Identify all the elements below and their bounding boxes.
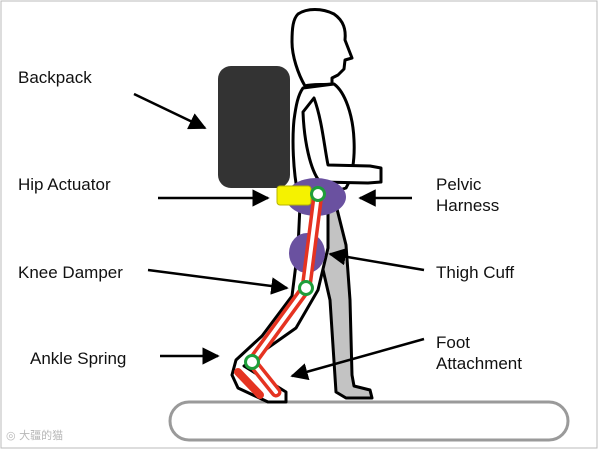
foot-attachment-arrow xyxy=(290,337,425,381)
arm xyxy=(301,96,383,185)
label-foot-attachment: Foot Attachment xyxy=(436,332,522,374)
label-pelvic-harness: Pelvic Harness xyxy=(436,174,499,216)
watermark: ◎ 大疆的猫 xyxy=(6,427,63,443)
label-pelvic-harness-line1: Pelvic xyxy=(436,175,482,194)
ankle-joint xyxy=(244,354,260,370)
backpack-arrow xyxy=(133,92,207,130)
thigh-cuff-arrow xyxy=(328,248,425,272)
watermark-text: 大疆的猫 xyxy=(19,429,64,442)
backpack xyxy=(218,66,290,188)
label-hip-actuator-text: Hip Actuator xyxy=(18,175,111,194)
treadmill xyxy=(168,400,570,442)
label-pelvic-harness-line2: Harness xyxy=(436,196,500,215)
label-foot-attachment-line2: Attachment xyxy=(436,354,522,373)
knee-damper-arrow xyxy=(147,268,289,295)
hip-joint xyxy=(310,186,326,202)
watermark-icon: ◎ xyxy=(6,429,16,442)
label-backpack-text: Backpack xyxy=(18,68,92,87)
label-knee-damper-text: Knee Damper xyxy=(18,263,123,282)
label-backpack: Backpack xyxy=(18,67,92,88)
shank-link-inner xyxy=(250,286,308,364)
label-hip-actuator: Hip Actuator xyxy=(18,174,111,195)
head xyxy=(290,8,354,88)
label-thigh-cuff-text: Thigh Cuff xyxy=(436,263,515,282)
label-thigh-cuff: Thigh Cuff xyxy=(436,262,514,283)
foot-heel-link xyxy=(234,368,264,399)
rear-leg xyxy=(298,203,374,400)
label-foot-attachment-line1: Foot xyxy=(436,333,471,352)
knee-joint xyxy=(298,280,314,296)
label-knee-damper: Knee Damper xyxy=(18,262,123,283)
thigh-link-inner xyxy=(304,192,320,290)
label-ankle-spring-text: Ankle Spring xyxy=(30,349,127,368)
label-ankle-spring: Ankle Spring xyxy=(30,348,126,369)
hip-actuator xyxy=(276,185,312,206)
